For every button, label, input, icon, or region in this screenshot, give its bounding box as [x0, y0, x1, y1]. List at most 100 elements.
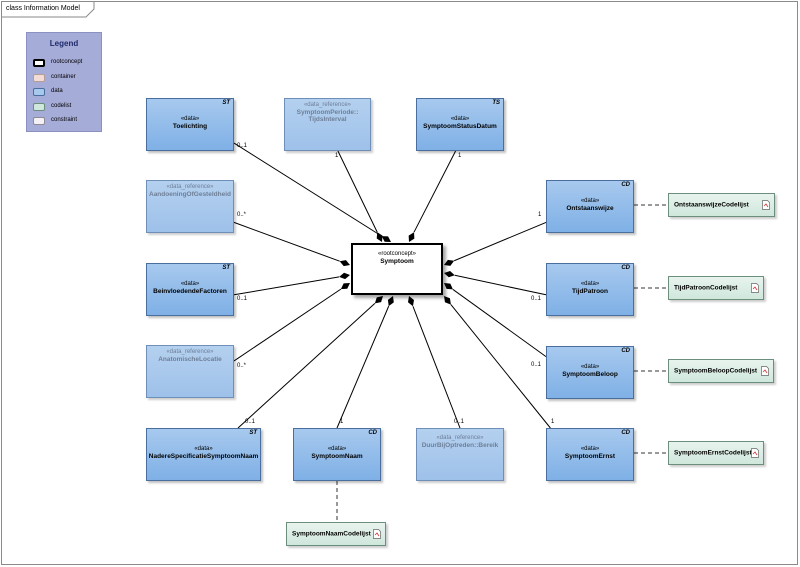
class-symptoomernst[interactable]: CD «data» SymptoomErnst [546, 428, 634, 481]
composition-diamond [376, 232, 383, 242]
composition-diamond [381, 236, 391, 242]
type-tag: CD [621, 182, 630, 188]
multiplicity-aandoening: 0..* [237, 212, 247, 218]
document-icon [761, 366, 769, 376]
class-symptoom-root[interactable]: «rootconcept» Symptoom [351, 243, 443, 295]
document-icon [373, 529, 381, 539]
class-beinvloedendefactoren[interactable]: ST «data» BeinvloedendeFactoren [146, 263, 234, 316]
class-name: Ontstaanswijze [566, 205, 614, 212]
legend-swatch [33, 59, 45, 67]
legend-label: data [51, 88, 63, 94]
association-line [233, 142, 382, 237]
legend-label: rootconcept [51, 59, 83, 65]
stereotype-label: «data_reference» [166, 184, 214, 190]
class-name: BeinvloedendeFactoren [153, 288, 227, 295]
class-naderespecificatiesymptoomnaam[interactable]: ST «data» NadereSpecificatieSymptoomNaam [146, 428, 261, 481]
association-line [453, 221, 547, 262]
type-tag: CD [621, 265, 630, 271]
class-name: AandoeningOfGesteldheid [149, 191, 231, 198]
class-aandoeningofgesteldheid-ref[interactable]: «data_reference» AandoeningOfGesteldheid [146, 180, 234, 233]
legend: Legend rootconcept container data codeli… [26, 32, 102, 132]
codelist-ontstaanswijze[interactable]: OntstaanswijzeCodelijst [668, 193, 775, 217]
class-symptoomnaam[interactable]: CD «data» SymptoomNaam [293, 428, 381, 481]
codelist-name: SymptoomNaamCodelijst [292, 530, 371, 538]
multiplicity-nadere: 0..1 [245, 419, 256, 425]
composition-diamond [374, 296, 383, 304]
class-name: NadereSpecificatieSymptoomNaam [148, 453, 259, 460]
association-line [413, 150, 457, 233]
stereotype-label: «data_reference» [303, 102, 352, 108]
class-symptoomperiode-ref[interactable]: «data_reference» SymptoomPeriode:: Tijds… [284, 98, 371, 151]
stereotype-label: «data» [450, 116, 470, 122]
multiplicity-ontstaan: 1 [538, 212, 542, 218]
composition-diamond [444, 259, 455, 266]
class-name: SymptoomErnst [564, 453, 616, 460]
type-tag: CD [368, 430, 377, 436]
stereotype-label: «data» [327, 446, 347, 452]
codelist-symptoombeloop[interactable]: SymptoomBeloopCodelijst [668, 359, 774, 383]
class-tijdpatroon[interactable]: CD «data» TijdPatroon [546, 263, 634, 316]
association-line [237, 303, 376, 429]
association-line [233, 221, 340, 262]
association-line [233, 276, 340, 296]
composition-diamond [339, 260, 350, 267]
class-name: Toelichting [172, 123, 208, 130]
document-icon [751, 283, 759, 293]
legend-label: container [51, 74, 76, 80]
class-symptoomstatusdatum[interactable]: TS «data» SymptoomStatusDatum [416, 98, 504, 151]
multiplicity-toelichting: 0..1 [237, 143, 248, 149]
stereotype-label: «data_reference» [436, 435, 484, 441]
type-tag: TS [492, 100, 500, 106]
association-line [337, 150, 378, 233]
type-tag: CD [621, 348, 630, 354]
codelist-name: TijdPatroonCodelijst [674, 284, 738, 292]
codelist-name: SymptoomBeloopCodelijst [674, 367, 758, 375]
association-line [454, 274, 547, 296]
codelist-tijdpatroon[interactable]: TijdPatroonCodelijst [668, 276, 764, 300]
multiplicity-ernst: 1 [551, 419, 555, 425]
legend-label: codelist [51, 103, 72, 109]
legend-title: Legend [49, 39, 79, 48]
stereotype-label: «data_reference» [166, 349, 214, 355]
type-tag: CD [621, 430, 630, 436]
class-name: AnatomischeLocatie [158, 356, 222, 363]
document-icon [762, 200, 770, 210]
stereotype-label: «data» [194, 446, 213, 452]
class-name: SymptoomBeloop [562, 371, 618, 378]
stereotype-label: «data» [580, 198, 600, 204]
codelist-symptoomnaam[interactable]: SymptoomNaamCodelijst [286, 522, 386, 546]
multiplicity-factoren: 0..1 [237, 296, 248, 302]
codelist-symptoomernst[interactable]: SymptoomErnstCodelijst [668, 441, 764, 465]
class-symptoombeloop[interactable]: CD «data» SymptoomBeloop [546, 346, 634, 399]
multiplicity-naam: 1 [340, 419, 344, 425]
composition-diamond [407, 296, 414, 307]
class-anatomischelocatie-ref[interactable]: «data_reference» AnatomischeLocatie [146, 345, 234, 398]
class-toelichting[interactable]: ST «data» Toelichting [146, 98, 234, 151]
stereotype-label: «rootconcept» [377, 251, 417, 257]
stereotype-label: «data» [580, 281, 600, 287]
multiplicity-tijdpatroon: 0..1 [531, 296, 542, 302]
class-name: SymptoomPeriode:: TijdsInterval [296, 109, 359, 123]
stereotype-label: «data» [580, 364, 600, 370]
multiplicity-beloop: 0..1 [531, 362, 542, 368]
association-line [233, 288, 342, 362]
diagram-title: class Information Model [6, 5, 80, 12]
legend-swatch [33, 88, 45, 96]
frame-tab [1, 1, 95, 18]
class-duurbijoptreden-ref[interactable]: «data_reference» DuurBijOptreden::Bereik [416, 428, 504, 481]
association-line [336, 305, 390, 429]
class-ontstaanswijze[interactable]: CD «data» Ontstaanswijze [546, 180, 634, 233]
document-icon [751, 448, 759, 458]
composition-diamond [444, 271, 455, 278]
legend-swatch [33, 103, 45, 111]
class-name: Symptoom [380, 258, 414, 265]
composition-diamond [340, 283, 350, 290]
class-name: DuurBijOptreden::Bereik [421, 442, 499, 449]
composition-diamond [408, 232, 415, 242]
legend-label: constraint [51, 117, 78, 123]
multiplicity-duur: 0..1 [454, 419, 465, 425]
class-name: SymptoomStatusDatum [423, 123, 497, 130]
composition-diamond [444, 296, 451, 305]
association-line [450, 304, 551, 429]
